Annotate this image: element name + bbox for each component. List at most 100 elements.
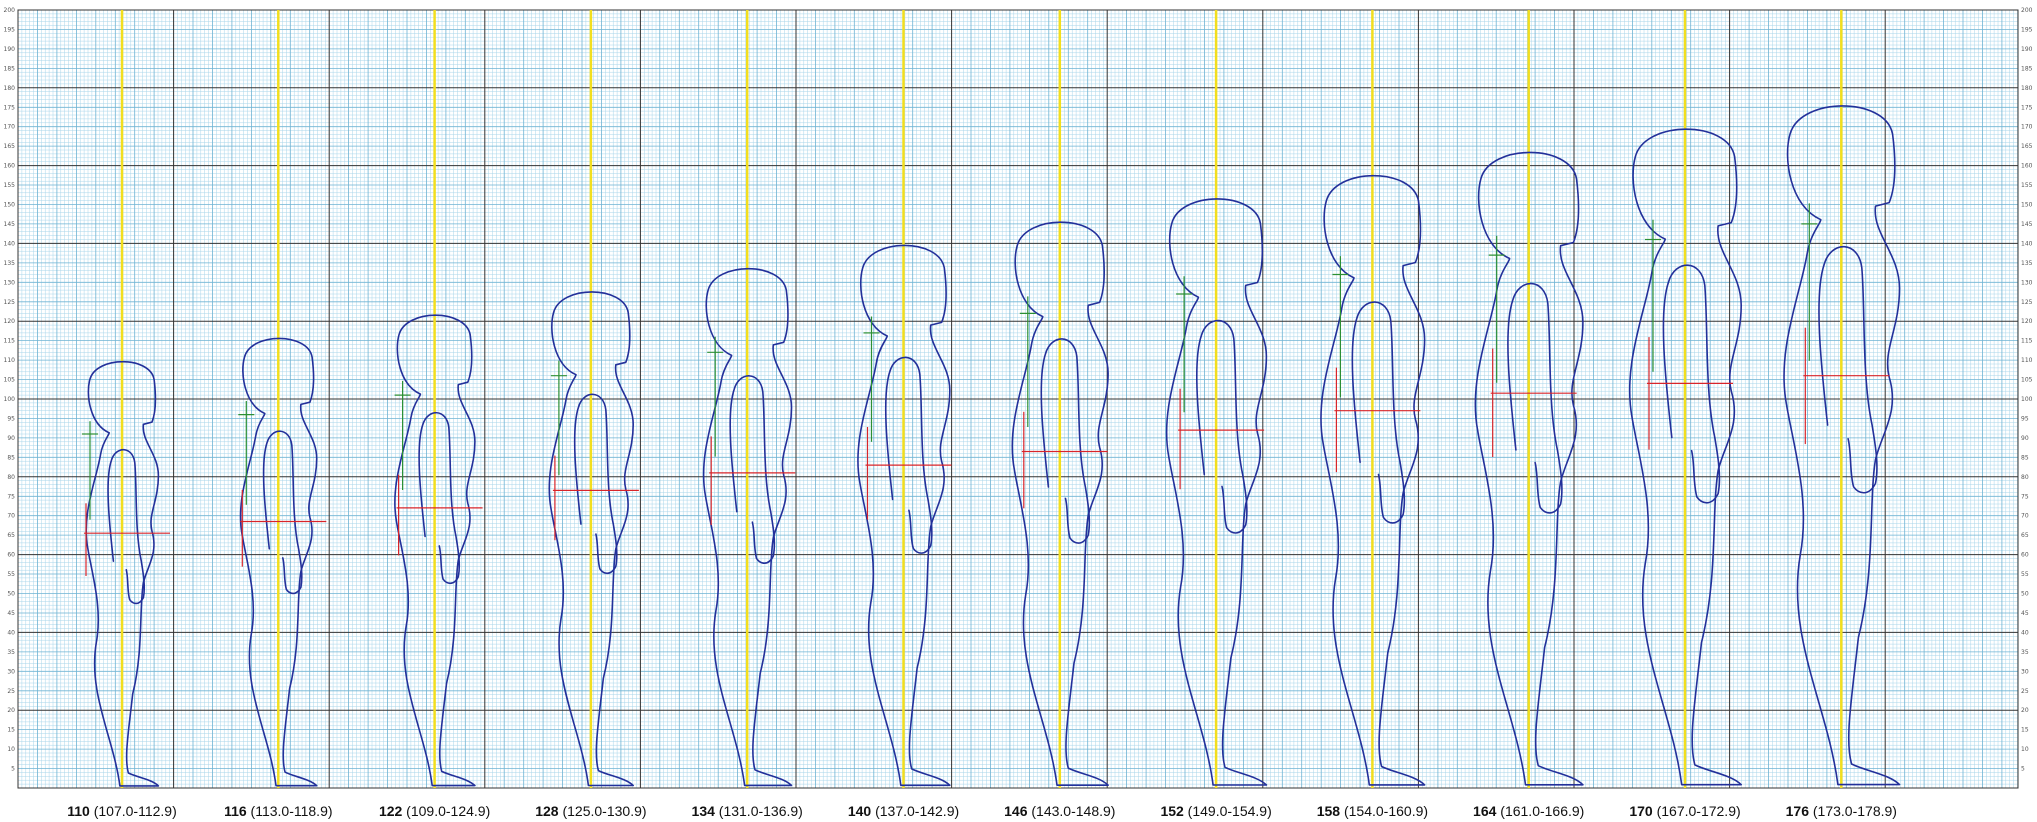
size-caption-152: 152 (149.0-154.9) [1160,803,1271,819]
tick-label-left: 65 [7,532,15,539]
tick-label-left: 30 [7,668,15,675]
size-range: (113.0-118.9) [247,803,333,819]
tick-label-right: 10 [2021,746,2029,753]
tick-label-left: 70 [7,513,15,520]
size-caption-128: 128 (125.0-130.9) [535,803,646,819]
arm-outline [1351,301,1406,524]
size-value: 140 [848,803,872,819]
figure-164 [1474,10,1584,788]
tick-label-left: 50 [7,591,15,598]
tick-label-right: 95 [2021,415,2029,422]
tick-label-right: 75 [2021,493,2029,500]
size-value: 164 [1473,803,1497,819]
tick-label-right: 60 [2021,552,2029,559]
tick-label-right: 90 [2021,435,2029,442]
tick-label-right: 190 [2021,46,2033,53]
figure-140 [857,10,952,788]
size-range: (161.0-166.9) [1496,803,1584,819]
size-captions: 110 (107.0-112.9) 116 (113.0-118.9) 122 (1… [67,803,1897,819]
tick-label-right: 155 [2021,182,2033,189]
size-range: (131.0-136.9) [715,803,803,819]
grid [17,9,2019,789]
size-caption-158: 158 (154.0-160.9) [1317,803,1428,819]
tick-label-left: 105 [4,377,16,384]
figures [82,10,1901,788]
tick-label-right: 30 [2021,668,2029,675]
tick-label-right: 140 [2021,240,2033,247]
tick-label-right: 185 [2021,65,2033,72]
size-caption-140: 140 (137.0-142.9) [848,803,959,819]
tick-label-left: 95 [7,415,15,422]
tick-label-left: 5 [11,766,15,773]
size-value: 146 [1004,803,1028,819]
size-caption-176: 176 (173.0-178.9) [1786,803,1897,819]
body-outline [1783,105,1901,786]
tick-label-left: 20 [7,707,15,714]
tick-label-right: 100 [2021,396,2033,403]
tick-label-right: 150 [2021,202,2033,209]
size-range: (149.0-154.9) [1184,803,1272,819]
size-value: 152 [1160,803,1184,819]
arm-outline [1818,246,1878,494]
arm-outline [1040,338,1091,544]
tick-label-right: 5 [2021,766,2025,773]
size-range: (154.0-160.9) [1340,803,1428,819]
tick-label-right: 110 [2021,357,2033,364]
size-caption-170: 170 (167.0-172.9) [1629,803,1740,819]
tick-label-right: 145 [2021,221,2033,228]
tick-label-right: 200 [2021,7,2033,14]
figure-176 [1783,10,1901,788]
tick-label-right: 50 [2021,591,2029,598]
arm-outline [1196,319,1248,534]
body-outline [1011,221,1109,786]
size-caption-116: 116 (113.0-118.9) [224,803,332,819]
tick-label-right: 120 [2021,318,2033,325]
tick-label-left: 185 [4,65,16,72]
tick-label-left: 110 [4,357,16,364]
figure-146 [1011,10,1109,788]
figure-128 [548,10,639,788]
tick-label-left: 175 [4,104,16,111]
figure-110 [82,10,170,788]
tick-label-left: 15 [7,727,15,734]
tick-label-left: 90 [7,435,15,442]
tick-label-left: 125 [4,299,16,306]
tick-label-right: 130 [2021,279,2033,286]
size-caption-110: 110 (107.0-112.9) [67,803,177,819]
tick-label-right: 35 [2021,649,2029,656]
tick-label-left: 155 [4,182,16,189]
size-caption-164: 164 (161.0-166.9) [1473,803,1584,819]
tick-label-left: 10 [7,746,15,753]
size-value: 158 [1317,803,1341,819]
figure-116 [238,10,327,788]
size-value: 116 [224,803,247,819]
figure-170 [1628,10,1742,788]
tick-label-right: 55 [2021,571,2029,578]
body-outline [85,361,160,787]
tick-label-right: 165 [2021,143,2033,150]
size-range: (173.0-178.9) [1809,803,1897,819]
tick-label-right: 160 [2021,163,2033,170]
arm-outline [418,411,461,585]
body-outline [239,337,318,787]
size-range: (167.0-172.9) [1653,803,1741,819]
tick-label-right: 20 [2021,707,2029,714]
tick-label-left: 100 [4,396,16,403]
body-outline [1474,151,1584,786]
size-value: 122 [379,803,403,819]
tick-label-right: 45 [2021,610,2029,617]
figure-158 [1320,10,1426,788]
tick-label-left: 75 [7,493,15,500]
tick-label-left: 160 [4,163,16,170]
tick-label-left: 170 [4,124,16,131]
size-caption-122: 122 (109.0-124.9) [379,803,490,819]
tick-label-right: 65 [2021,532,2029,539]
tick-label-left: 130 [4,279,16,286]
tick-label-right: 85 [2021,454,2029,461]
tick-label-left: 60 [7,552,15,559]
tick-label-right: 25 [2021,688,2029,695]
tick-label-left: 200 [4,7,16,14]
size-range: (143.0-148.9) [1028,803,1116,819]
